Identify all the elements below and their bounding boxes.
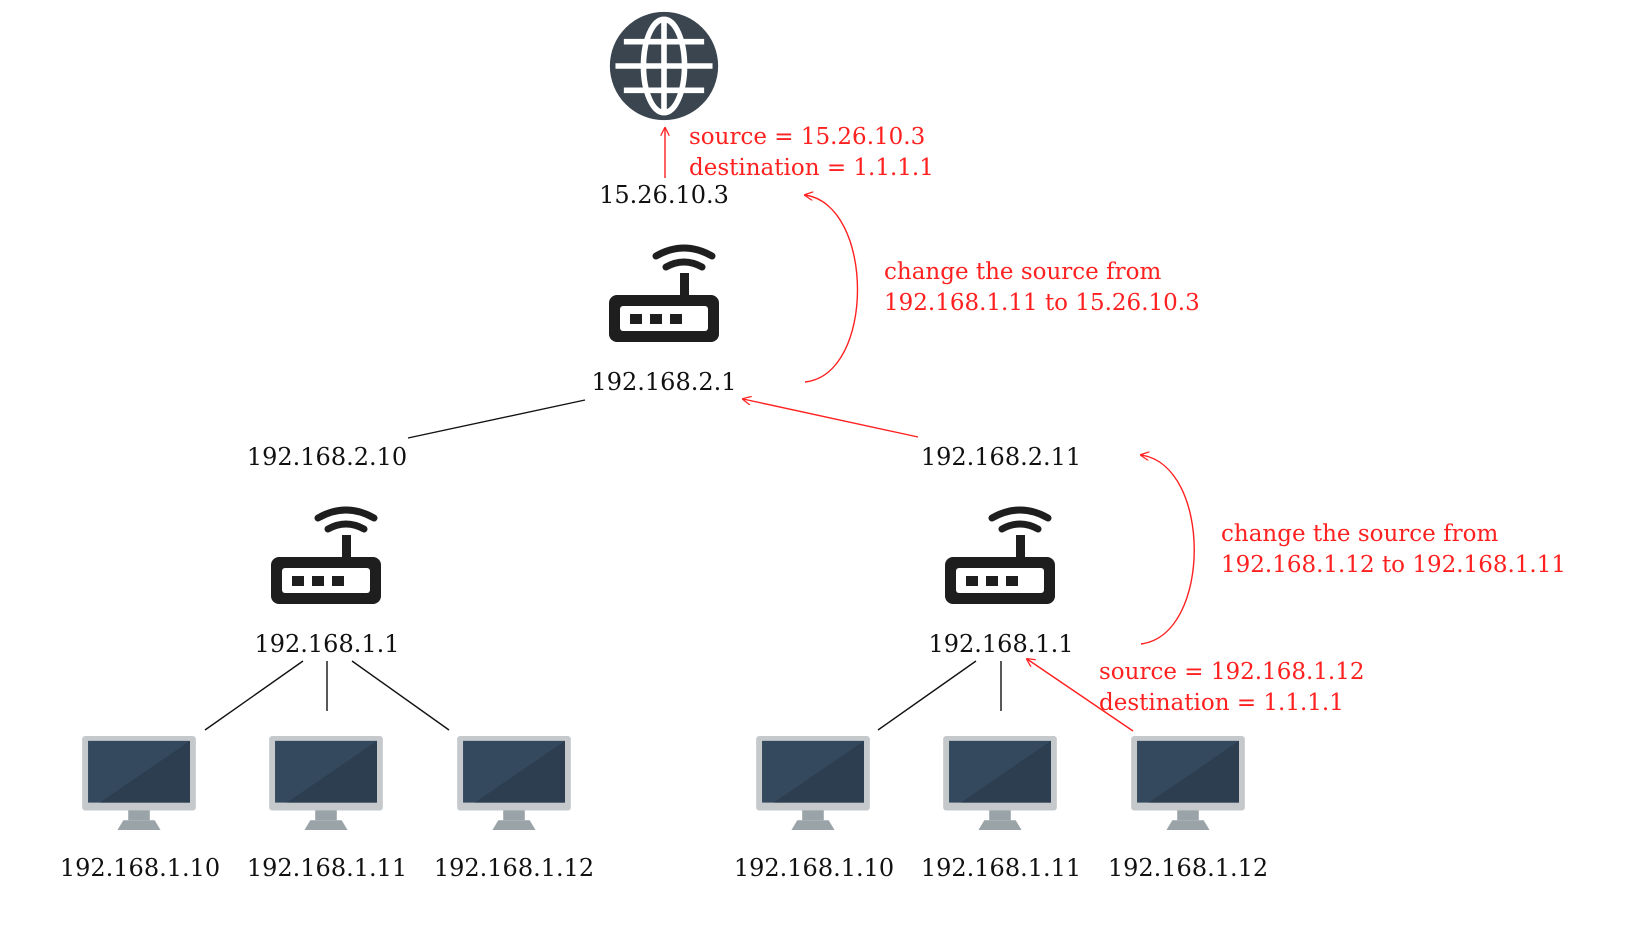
monitor-icon [1131, 735, 1245, 831]
link-right-host1 [877, 660, 977, 731]
link-core-left [407, 399, 586, 439]
monitor-icon [269, 735, 383, 831]
monitor-icon [756, 735, 870, 831]
internet-address: 15.26.10.3 [599, 181, 729, 209]
link-left-host3 [351, 660, 450, 731]
nat-curve-core [805, 195, 859, 383]
globe-icon [610, 12, 718, 120]
host-address: 192.168.1.11 [921, 854, 1081, 882]
left-uplink-address: 192.168.2.10 [247, 443, 407, 471]
host-address: 192.168.1.10 [734, 854, 894, 882]
arrow-to-edge-router [1027, 659, 1134, 732]
nat-curve-edge [1141, 455, 1195, 645]
host-address: 192.168.1.12 [1108, 854, 1268, 882]
right-uplink-address: 192.168.2.11 [921, 443, 1081, 471]
host-address: 192.168.1.12 [434, 854, 594, 882]
packet-out-source: source = 15.26.10.3 [689, 124, 925, 150]
host-address: 192.168.1.10 [60, 854, 220, 882]
arrow-to-core-router [743, 399, 919, 438]
link-left-host1 [204, 660, 304, 731]
packet-out-destination: destination = 1.1.1.1 [689, 155, 934, 181]
core-router-icon [609, 248, 719, 342]
right-router-icon [945, 510, 1055, 604]
network-links [204, 399, 1002, 731]
right-router-address: 192.168.1.1 [928, 630, 1073, 658]
monitor-icon [82, 735, 196, 831]
nat-core-line2: 192.168.1.11 to 15.26.10.3 [884, 290, 1200, 316]
packet-in-source: source = 192.168.1.12 [1099, 659, 1364, 685]
packet-flow-arrows [665, 128, 1195, 732]
left-router-address: 192.168.1.1 [254, 630, 399, 658]
host-address: 192.168.1.11 [247, 854, 407, 882]
nat-core-line1: change the source from [884, 259, 1161, 285]
monitor-icon [943, 735, 1057, 831]
nat-edge-line2: 192.168.1.12 to 192.168.1.11 [1221, 552, 1566, 578]
core-router-address: 192.168.2.1 [591, 368, 736, 396]
packet-in-destination: destination = 1.1.1.1 [1099, 690, 1344, 716]
nat-edge-line1: change the source from [1221, 521, 1498, 547]
monitor-icon [457, 735, 571, 831]
left-router-icon [271, 510, 381, 604]
